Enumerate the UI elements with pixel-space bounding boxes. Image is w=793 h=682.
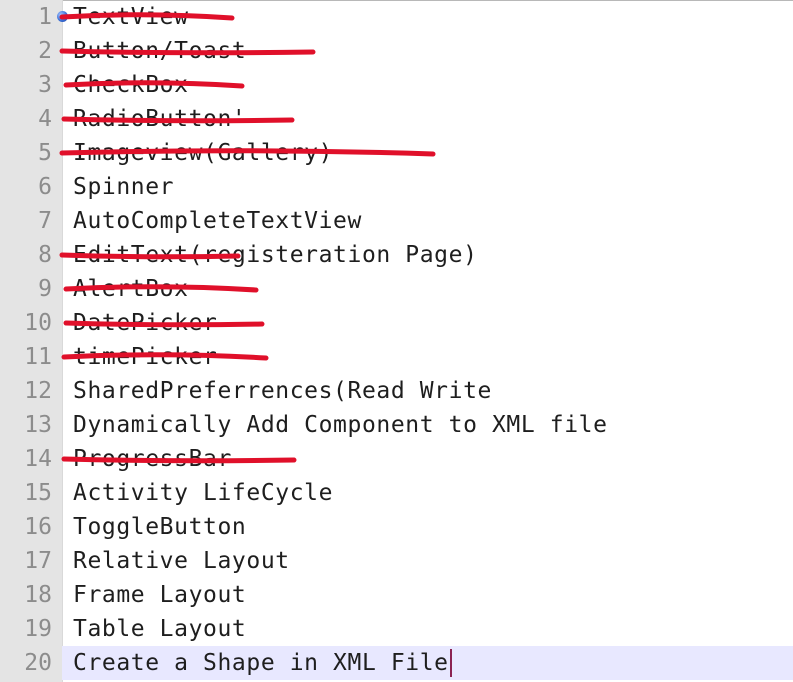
line-text[interactable]: Dynamically Add Component to XML file <box>73 412 608 438</box>
line-number: 8 <box>38 242 52 268</box>
editor-line[interactable]: 14 ProgressBar <box>0 442 793 476</box>
line-number: 14 <box>24 446 52 472</box>
line-number: 5 <box>38 140 52 166</box>
editor-line[interactable]: 5 Imageview(Gallery) <box>0 136 793 170</box>
line-text[interactable]: RadioButton' <box>73 106 247 132</box>
editor-line[interactable]: 13 Dynamically Add Component to XML file <box>0 408 793 442</box>
line-text[interactable]: Activity LifeCycle <box>73 480 334 506</box>
line-number: 17 <box>24 548 52 574</box>
line-text[interactable]: Button/Toast <box>73 38 247 64</box>
line-text[interactable]: Spinner <box>73 174 175 200</box>
line-text[interactable]: DatePicker <box>73 310 218 336</box>
editor-line[interactable]: 4 RadioButton' <box>0 102 793 136</box>
line-number: 7 <box>38 208 52 234</box>
editor-line[interactable]: 18 Frame Layout <box>0 578 793 612</box>
editor-line[interactable]: 19 Table Layout <box>0 612 793 646</box>
line-number: 11 <box>24 344 52 370</box>
line-text[interactable]: AutoCompleteTextView <box>73 208 362 234</box>
line-number: 15 <box>24 480 52 506</box>
editor-line[interactable]: 15 Activity LifeCycle <box>0 476 793 510</box>
line-number-gutter[interactable] <box>0 0 62 682</box>
line-number: 16 <box>24 514 52 540</box>
line-number: 2 <box>38 38 52 64</box>
editor-line[interactable]: 8 EditText(registeration Page) <box>0 238 793 272</box>
line-number: 9 <box>38 276 52 302</box>
line-text[interactable]: Frame Layout <box>73 582 247 608</box>
line-number: 4 <box>38 106 52 132</box>
line-number: 13 <box>24 412 52 438</box>
line-number: 3 <box>38 72 52 98</box>
line-text[interactable]: SharedPreferrences(Read Write <box>73 378 492 404</box>
editor-line[interactable]: 12 SharedPreferrences(Read Write <box>0 374 793 408</box>
editor-line[interactable]: 11 timePicker <box>0 340 793 374</box>
line-number: 1 <box>38 4 52 30</box>
editor-line[interactable]: 10 DatePicker <box>0 306 793 340</box>
line-text[interactable]: timePicker <box>73 344 218 370</box>
line-text[interactable]: ToggleButton <box>73 514 247 540</box>
editor-line[interactable]: 20 Create a Shape in XML File <box>0 646 793 680</box>
editor-line[interactable]: 1 TextView <box>0 0 793 34</box>
bookmark-icon[interactable] <box>57 11 68 22</box>
line-text[interactable]: AlertBox <box>73 276 189 302</box>
line-number: 12 <box>24 378 52 404</box>
line-text[interactable]: ProgressBar <box>73 446 232 472</box>
line-number: 10 <box>24 310 52 336</box>
editor-line[interactable]: 16 ToggleButton <box>0 510 793 544</box>
line-text[interactable]: Table Layout <box>73 616 247 642</box>
line-text[interactable]: Create a Shape in XML File <box>73 650 449 676</box>
gutter-cell <box>0 646 62 680</box>
editor-line[interactable]: 7 AutoCompleteTextView <box>0 204 793 238</box>
editor-line[interactable]: 6 Spinner <box>0 170 793 204</box>
line-number: 20 <box>24 650 52 676</box>
editor-line[interactable]: 17 Relative Layout <box>0 544 793 578</box>
line-text[interactable]: EditText(registeration Page) <box>73 242 478 268</box>
line-number: 18 <box>24 582 52 608</box>
gutter-divider <box>62 0 63 682</box>
editor-line[interactable]: 3 CheckBox <box>0 68 793 102</box>
line-number: 6 <box>38 174 52 200</box>
text-caret <box>450 649 452 677</box>
line-number: 19 <box>24 616 52 642</box>
editor-top-border <box>0 0 793 1</box>
editor-line[interactable]: 2 Button/Toast <box>0 34 793 68</box>
line-text[interactable]: CheckBox <box>73 72 189 98</box>
editor-line[interactable]: 9 AlertBox <box>0 272 793 306</box>
line-text[interactable]: Imageview(Gallery) <box>73 140 334 166</box>
line-text[interactable]: TextView <box>73 4 189 30</box>
line-text[interactable]: Relative Layout <box>73 548 290 574</box>
